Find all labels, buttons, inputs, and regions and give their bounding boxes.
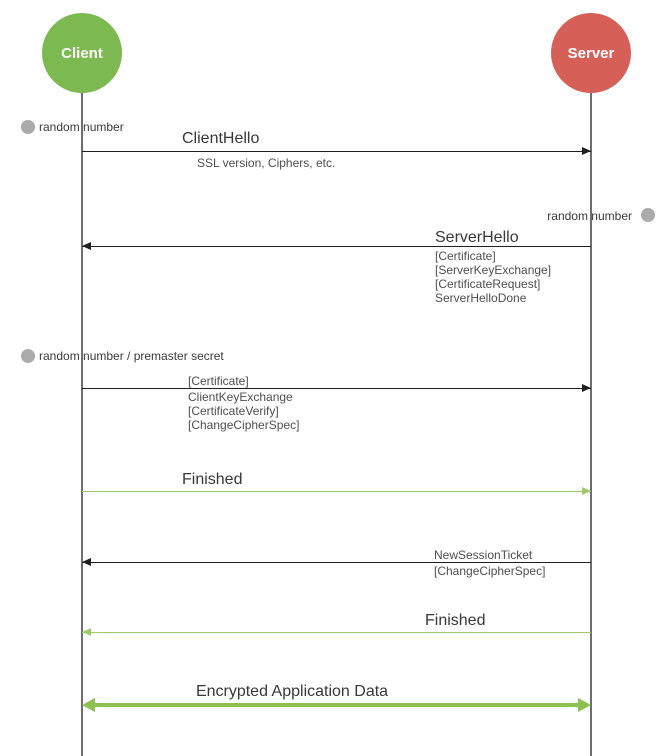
actor-client: Client bbox=[42, 13, 122, 93]
message-sublabel: ServerHelloDone bbox=[435, 291, 527, 305]
message-sublabel: [Certificate] bbox=[435, 249, 496, 263]
message-arrow-line bbox=[82, 388, 591, 389]
message-label: [Certificate] bbox=[188, 374, 249, 388]
message-arrow-line bbox=[93, 703, 578, 707]
arrowhead-right-icon bbox=[582, 487, 591, 495]
message-arrow-line bbox=[82, 246, 591, 247]
arrowhead-left-icon bbox=[82, 558, 91, 566]
message-sublabel: ClientKeyExchange bbox=[188, 390, 293, 404]
lifeline-server bbox=[590, 93, 592, 756]
message-label: ServerHello bbox=[435, 229, 519, 246]
message-sublabel: [CertificateVerify] bbox=[188, 404, 279, 418]
message-sublabel: [ServerKeyExchange] bbox=[435, 263, 552, 277]
note-dot-icon bbox=[641, 208, 655, 222]
actor-server-label: Server bbox=[567, 44, 615, 62]
note-dot-icon bbox=[21, 120, 35, 134]
message-sublabels: ClientKeyExchange [CertificateVerify] [C… bbox=[188, 390, 299, 432]
arrowhead-right-icon bbox=[582, 384, 591, 392]
message-arrow-line bbox=[82, 632, 591, 633]
message-arrow-line bbox=[82, 491, 591, 492]
message-label: Finished bbox=[425, 612, 486, 629]
arrowhead-left-icon bbox=[82, 242, 91, 250]
arrowhead-right-icon bbox=[578, 698, 591, 712]
message-sublabel: [ChangeCipherSpec] bbox=[434, 564, 546, 578]
message-sublabel: SSL version, Ciphers, etc. bbox=[197, 156, 336, 170]
note-label: random number / premaster secret bbox=[39, 349, 224, 363]
message-arrow-line bbox=[82, 151, 591, 152]
arrowhead-left-icon bbox=[82, 698, 95, 712]
arrowhead-left-icon bbox=[82, 628, 91, 636]
lifeline-client bbox=[81, 93, 83, 756]
message-sublabel: [CertificateRequest] bbox=[435, 277, 541, 291]
note-label: random number bbox=[39, 120, 124, 134]
message-label: Finished bbox=[182, 471, 243, 488]
message-sublabel: [ChangeCipherSpec] bbox=[188, 418, 300, 432]
message-sublabels: [ChangeCipherSpec] bbox=[434, 564, 545, 578]
actor-server: Server bbox=[551, 13, 631, 93]
message-arrow-line bbox=[82, 562, 591, 563]
message-label: Encrypted Application Data bbox=[195, 683, 389, 700]
note-dot-icon bbox=[21, 349, 35, 363]
actor-client-label: Client bbox=[61, 44, 103, 62]
message-label: NewSessionTicket bbox=[434, 548, 533, 562]
message-sublabels: [Certificate] [ServerKeyExchange] [Certi… bbox=[435, 249, 551, 305]
arrowhead-right-icon bbox=[582, 147, 591, 155]
note-label: random number bbox=[547, 209, 632, 223]
message-label: ClientHello bbox=[182, 130, 260, 147]
message-sublabels: SSL version, Ciphers, etc. bbox=[197, 156, 335, 170]
